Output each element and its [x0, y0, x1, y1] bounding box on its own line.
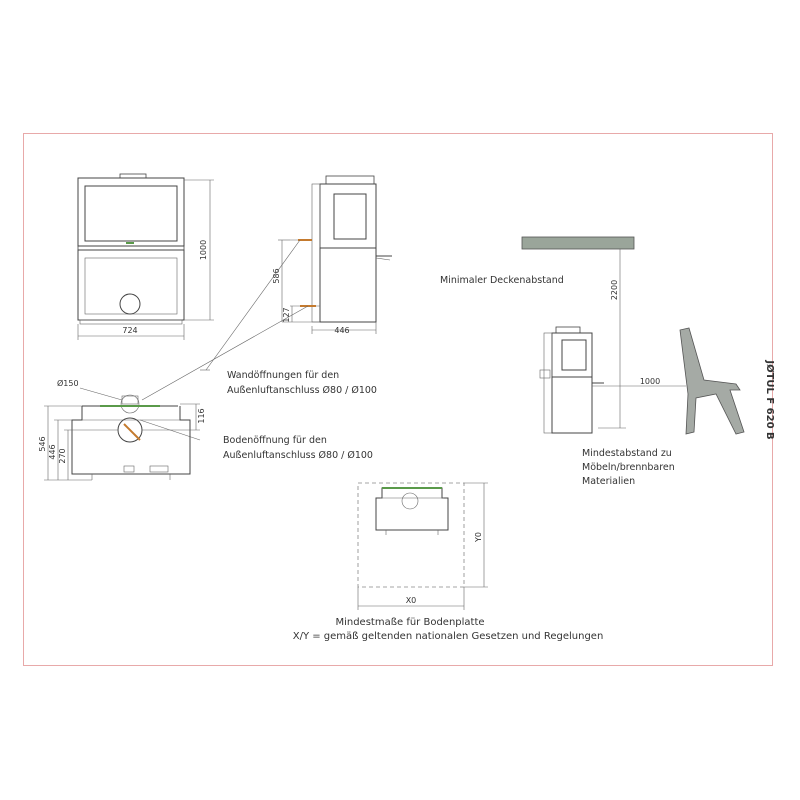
top-view: Ø150 546 446 270 116: [38, 378, 206, 481]
chair: [679, 327, 745, 435]
plate-caption-1: Mindestmaße für Bodenplatte: [335, 617, 484, 628]
floor-outlet-height-dim: 127: [282, 307, 291, 322]
top-depth-total-dim: 546: [38, 436, 47, 451]
front-height-dim: 1000: [199, 240, 208, 260]
wall-opening-label-1: Wandöffnungen für den: [227, 370, 339, 381]
furniture-label-1: Mindestabstand zu: [582, 448, 672, 459]
wall-opening-label-2: Außenluftanschluss Ø80 / Ø100: [227, 385, 377, 396]
ceiling-label: Minimaler Deckenabstand: [440, 275, 564, 286]
furniture-label-3: Materialien: [582, 476, 635, 487]
clearance-view: 2200 Minimaler Deckenabstand 1000: [440, 236, 745, 435]
plate-x-dim: X0: [406, 596, 417, 605]
top-depth-body-dim: 446: [48, 444, 57, 459]
front-air-outlet: [119, 293, 141, 315]
floor-opening-label-1: Bodenöffnung für den: [223, 435, 327, 446]
furniture-label-2: Möbeln/brennbaren: [582, 462, 675, 473]
floor-plate-view: Y0 X0: [357, 482, 488, 610]
front-width-dim: 724: [122, 326, 137, 335]
plate-y-dim: Y0: [474, 532, 483, 543]
furniture-dim: 1000: [640, 377, 660, 386]
plate-caption-2: X/Y = gemäß geltenden nationalen Gesetze…: [293, 631, 604, 642]
ceiling: [521, 236, 635, 250]
rear-outlet-height-dim: 586: [272, 268, 281, 283]
side-view: 586 127 446: [272, 175, 392, 335]
flue-diameter-label: Ø150: [57, 378, 79, 388]
ceiling-dim: 2200: [610, 280, 619, 300]
floor-opening-label-2: Außenluftanschluss Ø80 / Ø100: [223, 450, 373, 461]
front-view: 1000 724: [77, 173, 214, 340]
product-title: JØTUL F 620 B: [764, 359, 776, 439]
side-depth-dim: 446: [334, 326, 349, 335]
outlet-offset-y-dim: 270: [58, 448, 67, 463]
outlet-offset-x-dim: 116: [197, 408, 206, 423]
drawing-frame: [23, 133, 773, 666]
